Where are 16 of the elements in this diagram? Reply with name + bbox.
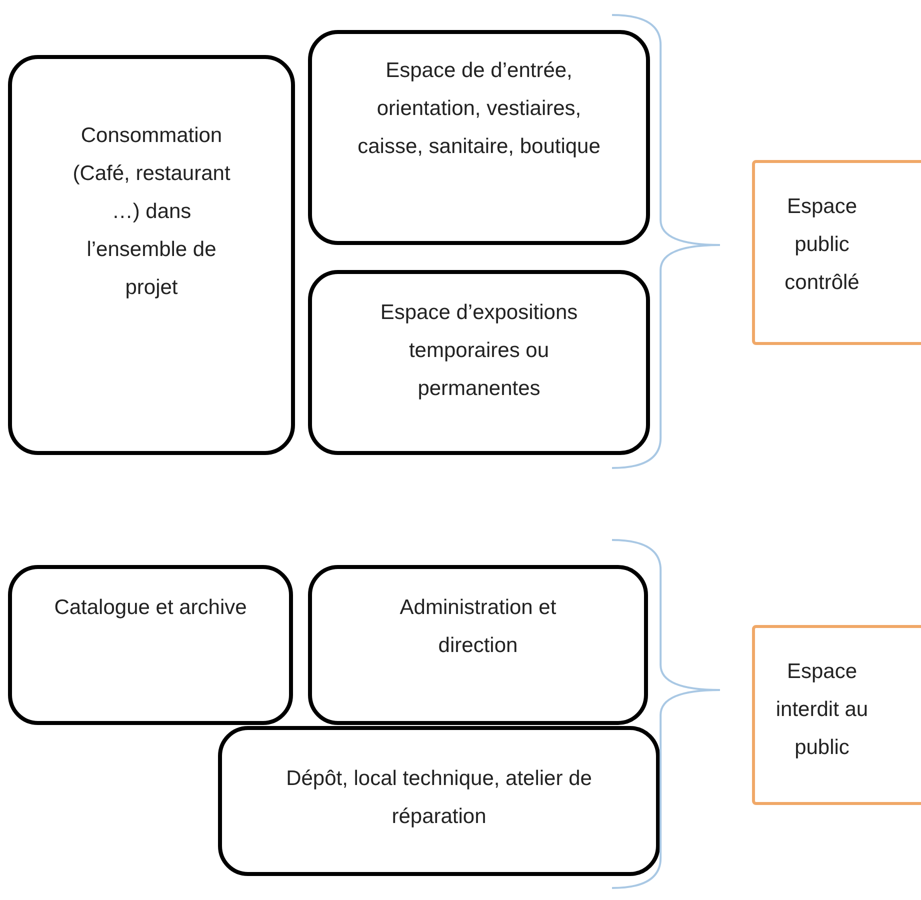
room-box bbox=[308, 270, 650, 455]
room-box bbox=[308, 565, 648, 725]
node-label: Catalogue et archive bbox=[54, 595, 247, 621]
node-label: Espace interdit au public bbox=[775, 659, 869, 761]
room-box bbox=[218, 726, 660, 876]
node-label: Administration et direction bbox=[398, 595, 558, 659]
node-label: Espace public contrôlé bbox=[784, 194, 860, 296]
zone-box bbox=[752, 625, 921, 805]
room-box bbox=[8, 565, 293, 725]
room-box bbox=[308, 30, 650, 245]
zone-box bbox=[752, 160, 921, 345]
node-label: Espace de d’entrée, orientation, vestiaires, caisse, sanitaire, boutique bbox=[356, 58, 602, 160]
node-label: Consommation (Café, restaurant …) dans l’ensemble de projet bbox=[72, 123, 232, 301]
node-label: Dépôt, local technique, atelier de réparation bbox=[285, 766, 593, 830]
room-box bbox=[8, 55, 295, 455]
node-label: Espace d’expositions temporaires ou permanentes bbox=[379, 300, 579, 402]
